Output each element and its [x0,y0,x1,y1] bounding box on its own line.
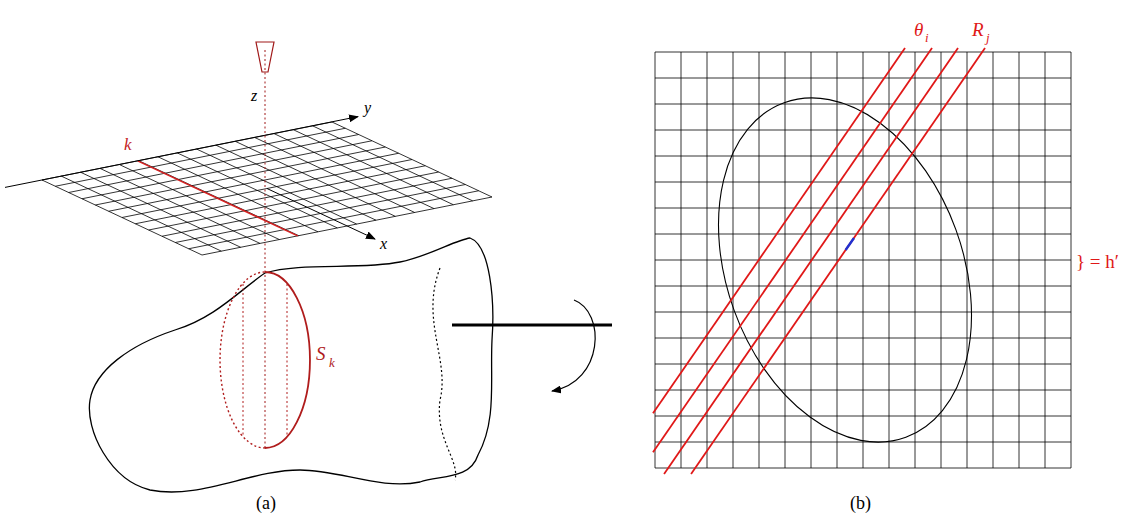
rotation-arrow [552,300,595,391]
grid-line [655,416,1071,417]
object-outline [89,238,492,492]
slice-label: S [316,344,326,363]
y-axis [5,117,358,188]
grid-line [1045,52,1046,468]
projection-rays [653,48,985,474]
grid-line [655,286,1071,287]
grid-line [655,312,1071,313]
grid-line [655,364,1071,365]
grid-line [655,260,1071,261]
slice-ellipse [673,62,1017,477]
axis-label: x [380,236,387,252]
projection-ray [691,48,985,474]
grid-line [1019,52,1020,468]
slice-outline [265,272,310,448]
grid-line [69,135,359,193]
intersection-segment [846,238,854,250]
grid-line [655,338,1071,339]
grid-line [175,185,465,243]
grid-line [915,52,916,468]
panel-label: (a) [256,494,276,512]
slice-ray [287,284,288,436]
hidden-edge [433,268,456,480]
angle-subscript: i [925,31,929,44]
beam-line [265,50,266,448]
slice-subscript: k [329,356,335,369]
panel-label: (b) [850,494,871,512]
grid-line [55,128,345,186]
x-axis [267,189,375,240]
grid-line [967,52,968,468]
grid-line [109,153,399,211]
detector-grid [42,122,492,255]
grid-line [993,52,994,468]
grid-line [655,390,1071,391]
ray-label: R [972,20,984,39]
grid-line [1071,52,1072,468]
axis-label: z [251,88,257,104]
grid-line [941,52,942,468]
angle-label: θ [914,20,923,39]
spacing-label: } = h′ [1076,252,1119,271]
projection-ray [664,48,958,474]
slice-ray [243,284,244,436]
rotation-axis [452,324,612,327]
row-line [138,161,298,236]
ray-subscript: j [986,31,990,44]
axis-label: y [364,100,371,116]
projection-ray [653,48,932,452]
projection-ray [653,48,905,413]
grid-line [95,147,385,205]
slice-outline-hidden [220,272,265,448]
camera-symbol [256,42,274,72]
row-label: k [124,136,132,153]
image-grid [655,52,1071,468]
grid-line [655,468,1071,469]
grid-line [889,52,890,468]
grid-line [655,442,1071,443]
